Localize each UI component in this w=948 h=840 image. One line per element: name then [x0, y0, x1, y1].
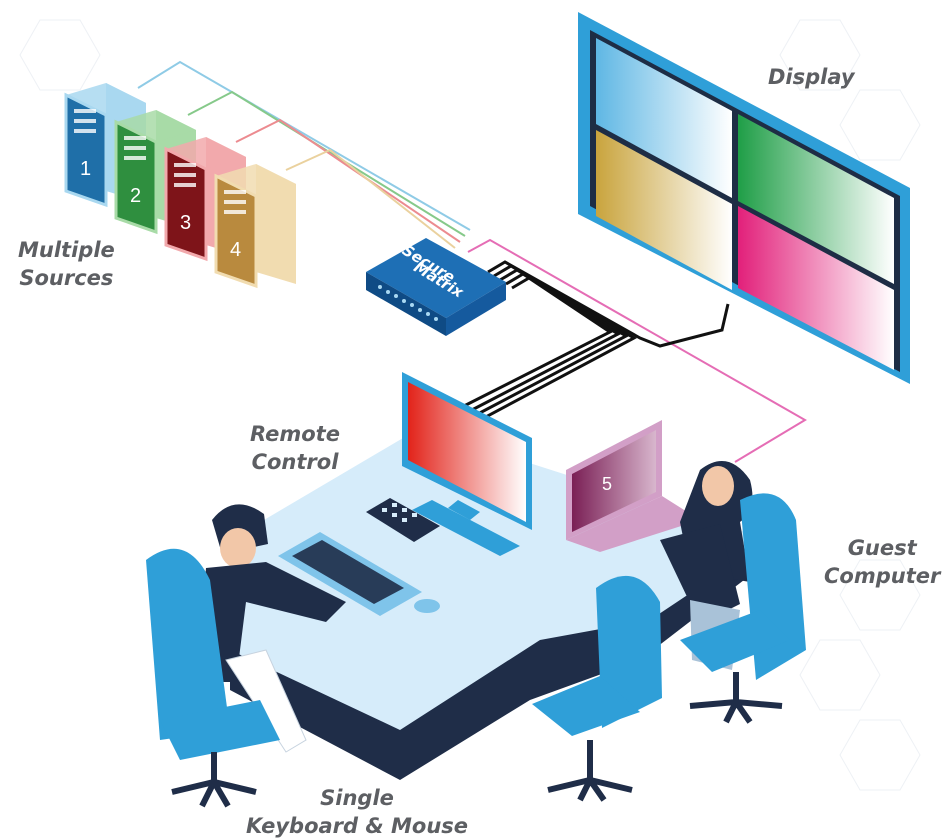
single-km-label: Single Keyboard & Mouse [246, 784, 468, 840]
secure-matrix-box: Secure Matrix [366, 238, 506, 336]
guest-laptop: 5 [566, 420, 700, 552]
remote-keypad [366, 498, 440, 542]
remote-control-line1: Remote [250, 422, 340, 446]
multiple-sources-line1: Multiple [18, 238, 115, 262]
main-chair [146, 548, 280, 808]
multiple-sources-line2: Sources [19, 266, 114, 290]
remote-control-line2: Control [251, 450, 339, 474]
mouse [414, 599, 440, 613]
display-label-text: Display [768, 65, 855, 89]
source-tower-number: 3 [180, 212, 191, 234]
guest-computer-line2: Computer [824, 564, 941, 588]
source-towers: 1 2 3 4 [64, 83, 296, 289]
source-tower-number: 1 [80, 158, 91, 180]
source-tower-number: 4 [230, 239, 241, 261]
source-tower-4: 4 [214, 164, 296, 289]
display-label: Display [768, 63, 855, 91]
guest-person [660, 461, 753, 670]
remote-monitor [402, 372, 532, 556]
empty-chair [532, 575, 662, 802]
guest-computer-line1: Guest [847, 536, 917, 560]
keyboard [278, 532, 422, 616]
source-cables [137, 60, 471, 249]
single-km-line1: Single [320, 786, 394, 810]
source-tower-number: 2 [130, 185, 141, 207]
hex-background [19, 19, 921, 791]
main-user [196, 504, 346, 753]
single-km-line2: Keyboard & Mouse [246, 814, 469, 838]
guest-chair [680, 493, 806, 724]
multiple-sources-label: Multiple Sources [18, 236, 115, 292]
pink-cable [467, 238, 807, 463]
remote-control-label: Remote Control [250, 420, 340, 476]
display-wall [578, 12, 910, 384]
guest-computer-label: Guest Computer [824, 534, 940, 590]
laptop-number: 5 [602, 474, 612, 494]
